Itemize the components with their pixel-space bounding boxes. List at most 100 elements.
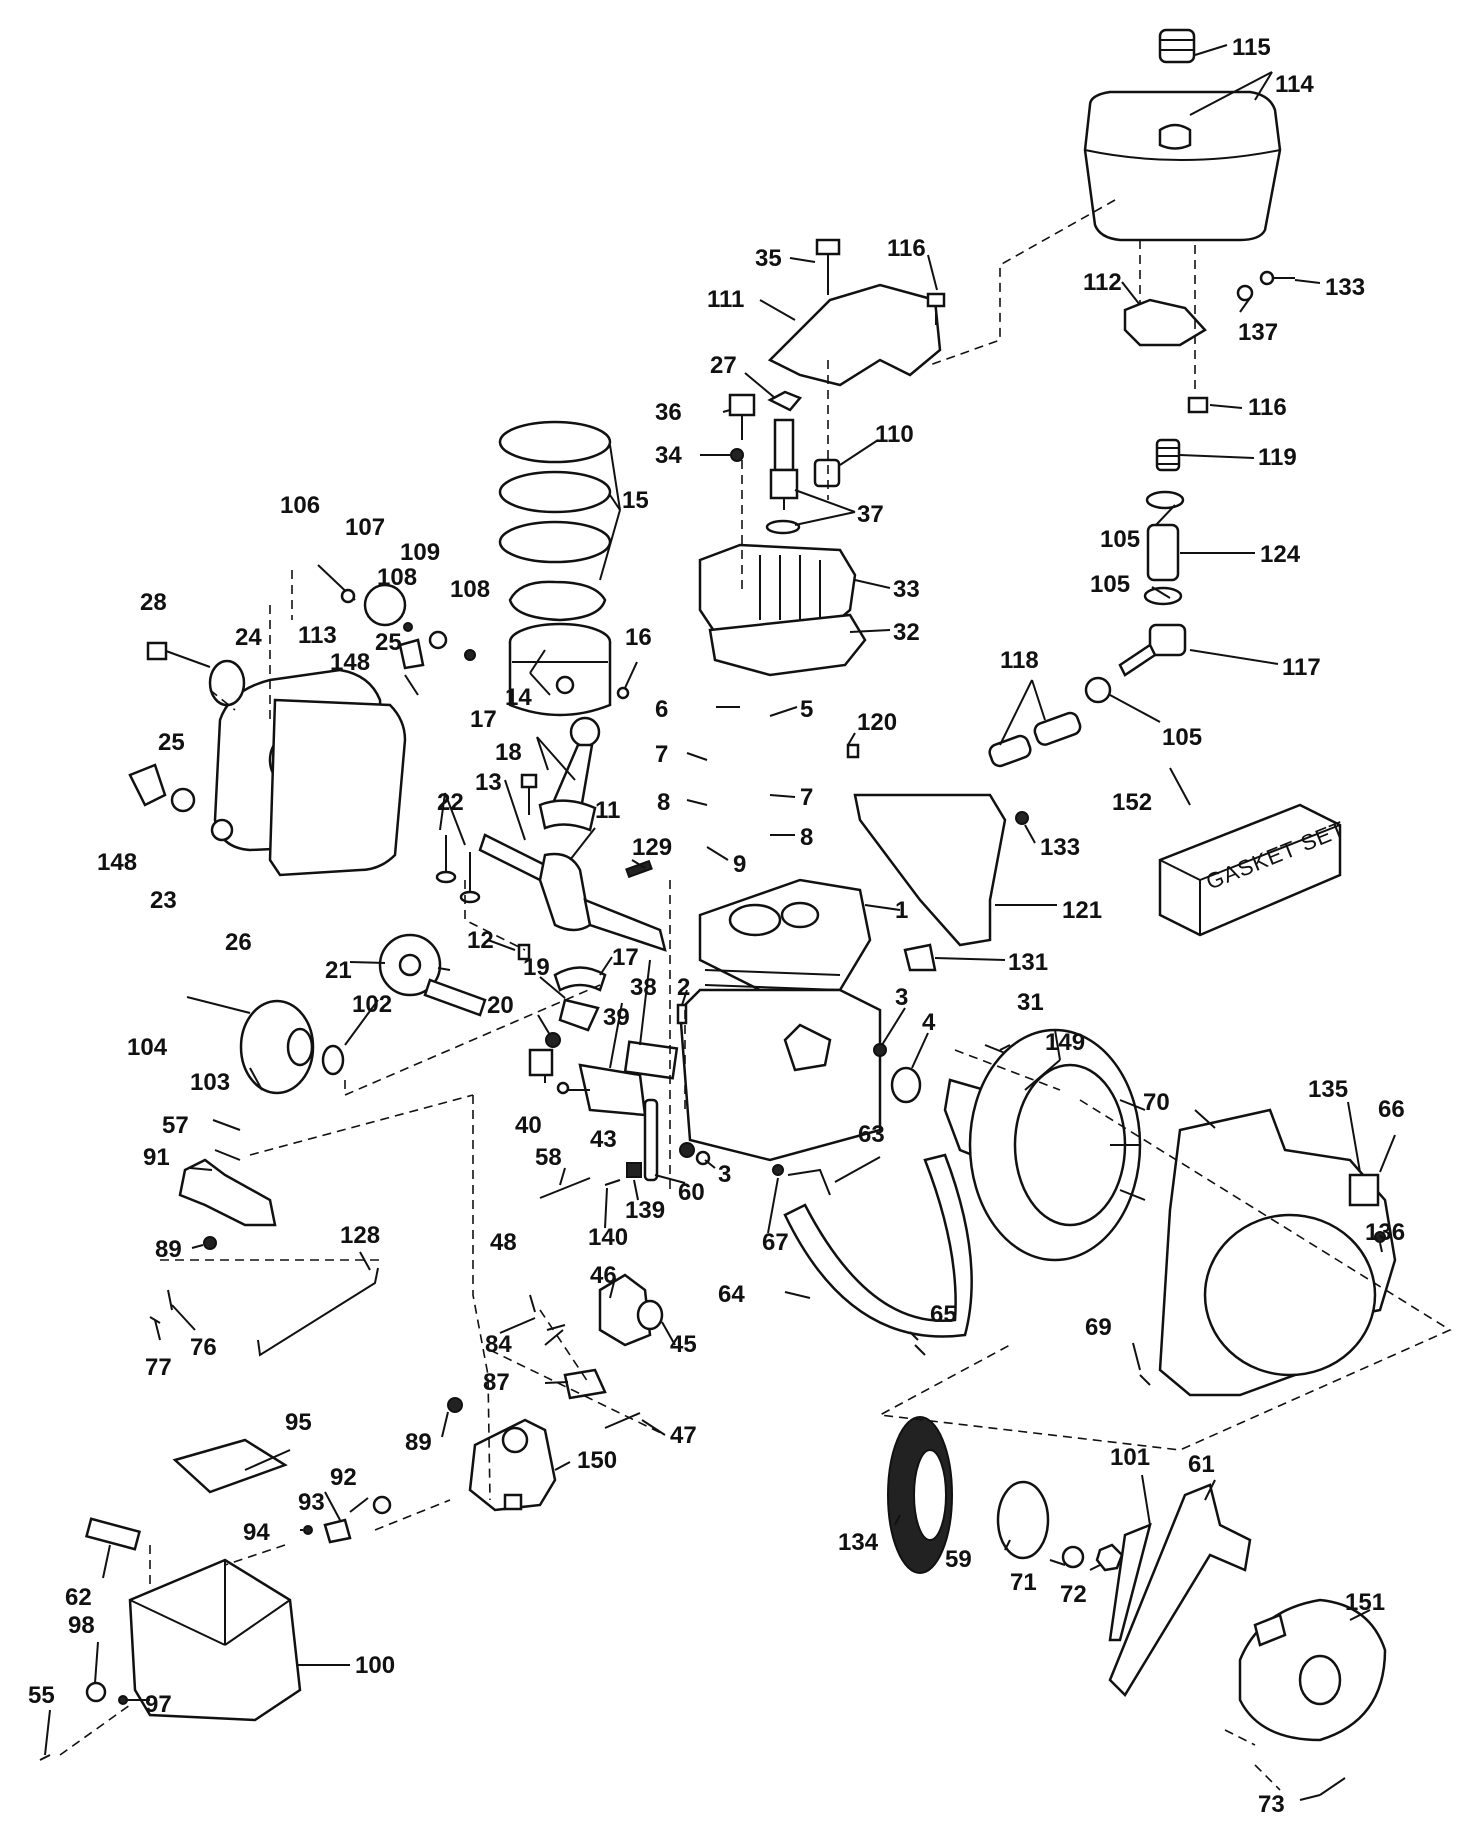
spark-plug [767,390,803,510]
callout-107: 107 [345,514,385,541]
callout-22: 22 [437,789,464,816]
link-60 [643,1098,659,1182]
part-19 [558,998,600,1032]
callout-104: 104 [127,1034,168,1061]
callout-33: 33 [893,576,920,603]
callout-120: 120 [857,709,897,736]
spacer-110 [813,458,841,488]
spring-119 [1155,438,1181,472]
breather-gasket [623,1040,679,1080]
part-20 [545,1032,561,1048]
fuel-cap [1158,28,1196,64]
screw-65 [914,1344,926,1356]
callout-77: 77 [145,1354,172,1381]
callout-128: 128 [340,1222,380,1249]
callout-1: 1 [895,897,908,924]
callout-64: 64 [718,1281,745,1308]
governor-pin-108-b [464,649,476,661]
part-93 [323,1518,352,1544]
hose-clamp-105-lower [1084,676,1112,704]
callout-72: 72 [1060,1581,1087,1608]
air-cleaner-box [128,1558,302,1722]
callout-3-upper: 3 [895,984,908,1011]
screw-133-upper [1259,270,1295,286]
valve-lifter-a [435,835,457,884]
callout-9: 9 [733,851,746,878]
fuel-line-124 [1146,523,1180,582]
washer-71 [1061,1545,1085,1569]
callout-151: 151 [1345,1589,1385,1616]
callout-101: 101 [1110,1444,1150,1471]
piston-ring-2 [498,470,612,514]
screw-43 [556,1081,570,1095]
part-97 [118,1695,128,1705]
governor-part-109 [428,630,448,650]
screw-120 [846,743,860,759]
callout-93: 93 [298,1489,325,1516]
rotating-screen [887,1416,953,1574]
callout-62: 62 [65,1584,92,1611]
callout-28: 28 [140,589,167,616]
callout-113: 113 [298,622,337,649]
oil-seal-4 [890,1066,922,1104]
callout-67: 67 [762,1229,789,1256]
nut-72 [1095,1543,1124,1572]
callout-19: 19 [523,954,550,981]
callout-87: 87 [483,1369,510,1396]
callout-71: 71 [1010,1569,1037,1596]
rod-58 [539,1177,591,1199]
oil-ring-expander [508,580,607,622]
callout-92: 92 [330,1464,357,1491]
flywheel [968,1028,1146,1262]
cover-bolt-28 [146,641,211,668]
callout-103: 103 [190,1069,230,1096]
engine-block [678,878,882,1162]
spring-57 [214,1149,241,1161]
callout-7-lower: 7 [800,784,813,811]
link-76 [167,1289,173,1311]
callout-117: 117 [1282,654,1321,681]
governor-gear [363,583,407,627]
callout-38: 38 [630,974,657,1001]
callout-48: 48 [490,1229,517,1256]
part-67 [772,1164,784,1176]
part-98 [85,1681,107,1703]
callout-119: 119 [1258,444,1297,471]
callout-91: 91 [143,1144,170,1171]
callout-100: 100 [355,1652,395,1679]
nut-89-center [447,1397,463,1413]
callout-114: 114 [1275,71,1314,98]
callout-55: 55 [28,1682,55,1709]
callout-106: 106 [280,492,320,519]
callout-148-left: 148 [97,849,137,876]
screw-140 [604,1179,621,1186]
callout-139: 139 [625,1197,665,1224]
gasket-45 [636,1299,664,1331]
callout-11: 11 [595,797,620,824]
crankcase-gasket [268,698,407,877]
connecting-rod [538,716,601,832]
woodruff-key [517,943,531,961]
callout-118: 118 [1000,647,1039,674]
stud-48 [499,1317,536,1334]
callout-59: 59 [945,1546,972,1573]
callout-84: 84 [485,1331,512,1358]
part-139 [626,1162,642,1178]
o-ring-148-left [170,787,196,813]
callout-65: 65 [930,1301,957,1328]
hose-clamp-105-middle [1143,586,1183,606]
blower-housing [1158,1108,1397,1397]
callout-12: 12 [467,927,494,954]
screw-69 [1139,1374,1151,1386]
stud-84 [546,1324,566,1331]
callout-23: 23 [150,887,177,914]
governor-pin-108-a [403,622,413,632]
callout-121: 121 [1062,897,1102,924]
fuel-line-118-a [988,734,1032,768]
washer-34 [730,448,744,462]
callout-124: 124 [1260,541,1301,568]
governor-bracket [178,1158,277,1227]
air-filter-element [172,1438,288,1494]
intake-elbow [598,1273,652,1347]
